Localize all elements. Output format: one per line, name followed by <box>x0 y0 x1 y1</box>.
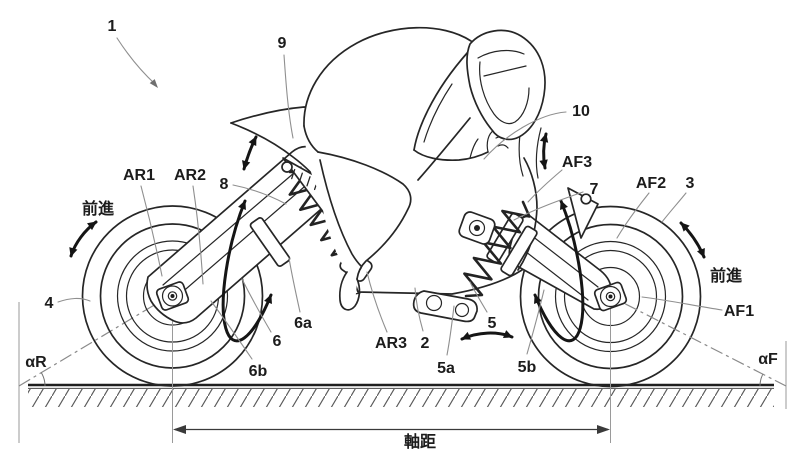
label-5: 5 <box>488 315 497 332</box>
leader-2 <box>414 287 424 332</box>
leader-6a <box>288 257 301 313</box>
front-arm-rotation-arrow <box>533 199 585 343</box>
front-hub <box>593 281 628 312</box>
label-ar3: AR3 <box>375 335 407 352</box>
helmet-visor-band <box>477 49 525 59</box>
label-forward-left: 前進 <box>82 199 114 218</box>
label-ar1: AR1 <box>123 167 155 184</box>
label-2: 2 <box>421 335 430 352</box>
forward-arrow-right <box>679 221 706 259</box>
leader-7 <box>513 191 584 221</box>
tail-motion-arrow <box>242 135 258 171</box>
leader-ar3 <box>366 271 388 333</box>
leader-10 <box>483 111 567 160</box>
label-5b: 5b <box>518 359 537 376</box>
label-4: 4 <box>45 295 54 312</box>
label-3: 3 <box>686 175 695 192</box>
caster-line-front <box>603 292 787 387</box>
rider-back <box>303 26 472 127</box>
leader-lines <box>57 37 723 360</box>
leader-6b <box>210 300 253 360</box>
label-af3: AF3 <box>562 154 592 171</box>
rear-shock-spring <box>288 170 360 265</box>
rear-hub <box>155 281 190 311</box>
wheelbase-dimension <box>173 425 610 434</box>
leader-3 <box>661 192 687 223</box>
rider-foot <box>338 271 361 311</box>
label-8: 8 <box>220 176 229 193</box>
label-6b: 6b <box>249 363 268 380</box>
handlebar-motion-arrow <box>539 132 549 170</box>
leader-9 <box>283 54 294 139</box>
leader-ar1 <box>140 185 163 277</box>
forward-arrow-left <box>69 220 98 258</box>
label-7: 7 <box>590 181 599 198</box>
label-10: 10 <box>572 103 590 120</box>
label-wheelbase: 軸距 <box>404 432 436 450</box>
leader-5b <box>526 289 545 355</box>
leader-4 <box>57 297 91 303</box>
reference-lines <box>18 279 787 443</box>
label-6: 6 <box>273 333 282 350</box>
leader-6 <box>241 278 272 333</box>
leader-af2 <box>616 192 650 239</box>
leader-af1 <box>641 296 723 311</box>
rear-arm-rotation-arrow <box>221 199 273 343</box>
rider-chest <box>417 117 471 181</box>
label-alpha-f: αF <box>758 351 778 368</box>
motion-arrows <box>69 132 706 343</box>
front-damper-plate <box>500 225 538 277</box>
label-1: 1 <box>108 18 117 35</box>
label-5a: 5a <box>437 360 455 377</box>
ground-hatching <box>28 389 774 407</box>
front-link-motion-arrow <box>460 330 514 341</box>
front-suspension <box>458 187 599 298</box>
rear-rocker-hole <box>281 161 293 173</box>
leader-5a <box>446 305 455 356</box>
ground <box>28 383 774 407</box>
helmet-visor-opening <box>479 61 530 125</box>
front-rocker-hole <box>580 193 592 205</box>
rider-thigh-shin <box>317 151 412 280</box>
leader-1 <box>116 37 156 85</box>
rider-figure <box>303 26 546 311</box>
labels: 1 9 10 AF3 7 AF2 3 AF1 前進 αF AR1 AR2 8 前… <box>25 18 778 450</box>
label-forward-right: 前進 <box>710 266 742 285</box>
rider-hip <box>303 125 319 153</box>
rider-forearm <box>413 149 489 162</box>
headstock-line <box>535 127 542 179</box>
label-9: 9 <box>278 35 287 52</box>
rear-caster-angle-arc <box>40 372 46 387</box>
leader-8 <box>232 184 287 205</box>
leader-ar2 <box>192 185 204 285</box>
label-6a: 6a <box>294 315 312 332</box>
leader-af3 <box>527 169 563 203</box>
frame-bracket <box>412 290 478 323</box>
leader-5 <box>469 281 488 313</box>
label-alpha-r: αR <box>25 354 47 371</box>
rider-calf <box>319 159 362 267</box>
label-af1: AF1 <box>724 303 754 320</box>
label-ar2: AR2 <box>174 167 206 184</box>
rider-helmet <box>466 29 546 141</box>
label-af2: AF2 <box>636 175 666 192</box>
rider-upper-arm <box>413 51 469 151</box>
